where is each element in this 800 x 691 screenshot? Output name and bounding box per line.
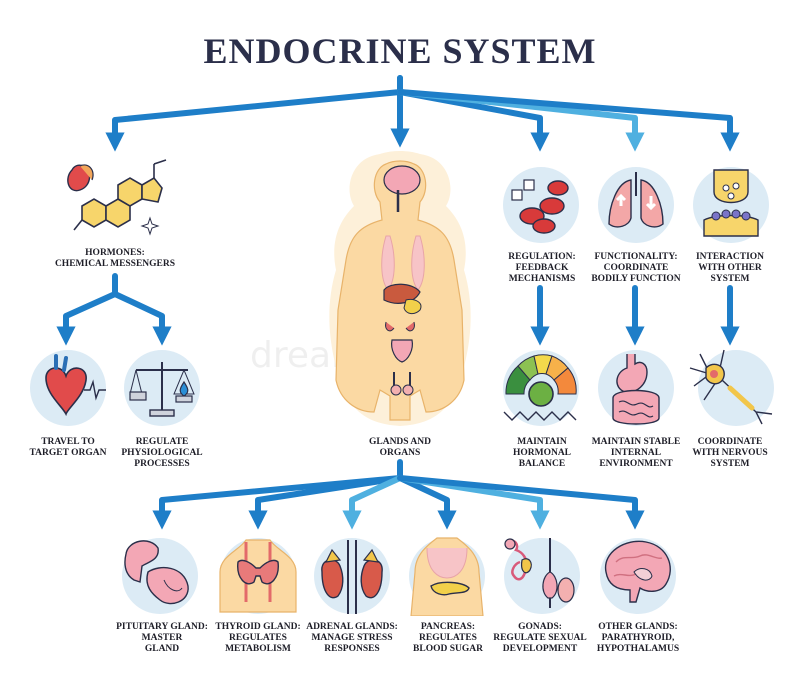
- brain-icon: [600, 538, 676, 614]
- gauge-icon: [503, 350, 579, 426]
- arrow-to-hormones: [105, 75, 403, 152]
- stomach-intestine-icon: [598, 350, 674, 426]
- arrow-to-travel: [56, 273, 118, 346]
- gonads-icon: [504, 538, 580, 614]
- pituitary-icon: [122, 538, 198, 614]
- arrow-to-thyroid: [248, 475, 403, 530]
- scale-icon: [124, 350, 200, 426]
- arrow-to-pancreas: [397, 475, 457, 530]
- arrow-to-pituitary: [152, 459, 403, 530]
- arrow-to-regulation: [397, 89, 550, 152]
- human-body-icon: [329, 151, 471, 426]
- arrow-to-regulate-physio: [112, 291, 172, 346]
- label-other-glands: OTHER GLANDS:PARATHYROID,HYPOTHALAMUS: [596, 622, 680, 654]
- thyroid-icon: [219, 538, 297, 614]
- lungs-icon: [598, 167, 674, 243]
- pancreas-icon: [409, 537, 485, 616]
- neuron-icon: [689, 349, 774, 426]
- blood-cells-icon: [503, 167, 579, 243]
- heart-icon: [30, 350, 106, 426]
- arrow-to-other: [397, 475, 645, 530]
- page-title: ENDOCRINE SYSTEM: [203, 31, 597, 71]
- arrow-to-adrenal: [342, 475, 403, 530]
- synapse-icon: [693, 167, 769, 243]
- hormone-molecule-icon: [67, 159, 167, 236]
- kidneys-icon: [314, 538, 390, 614]
- arrow-to-interaction: [397, 89, 740, 152]
- label-hormones: HORMONES:CHEMICAL MESSENGERS: [54, 248, 176, 269]
